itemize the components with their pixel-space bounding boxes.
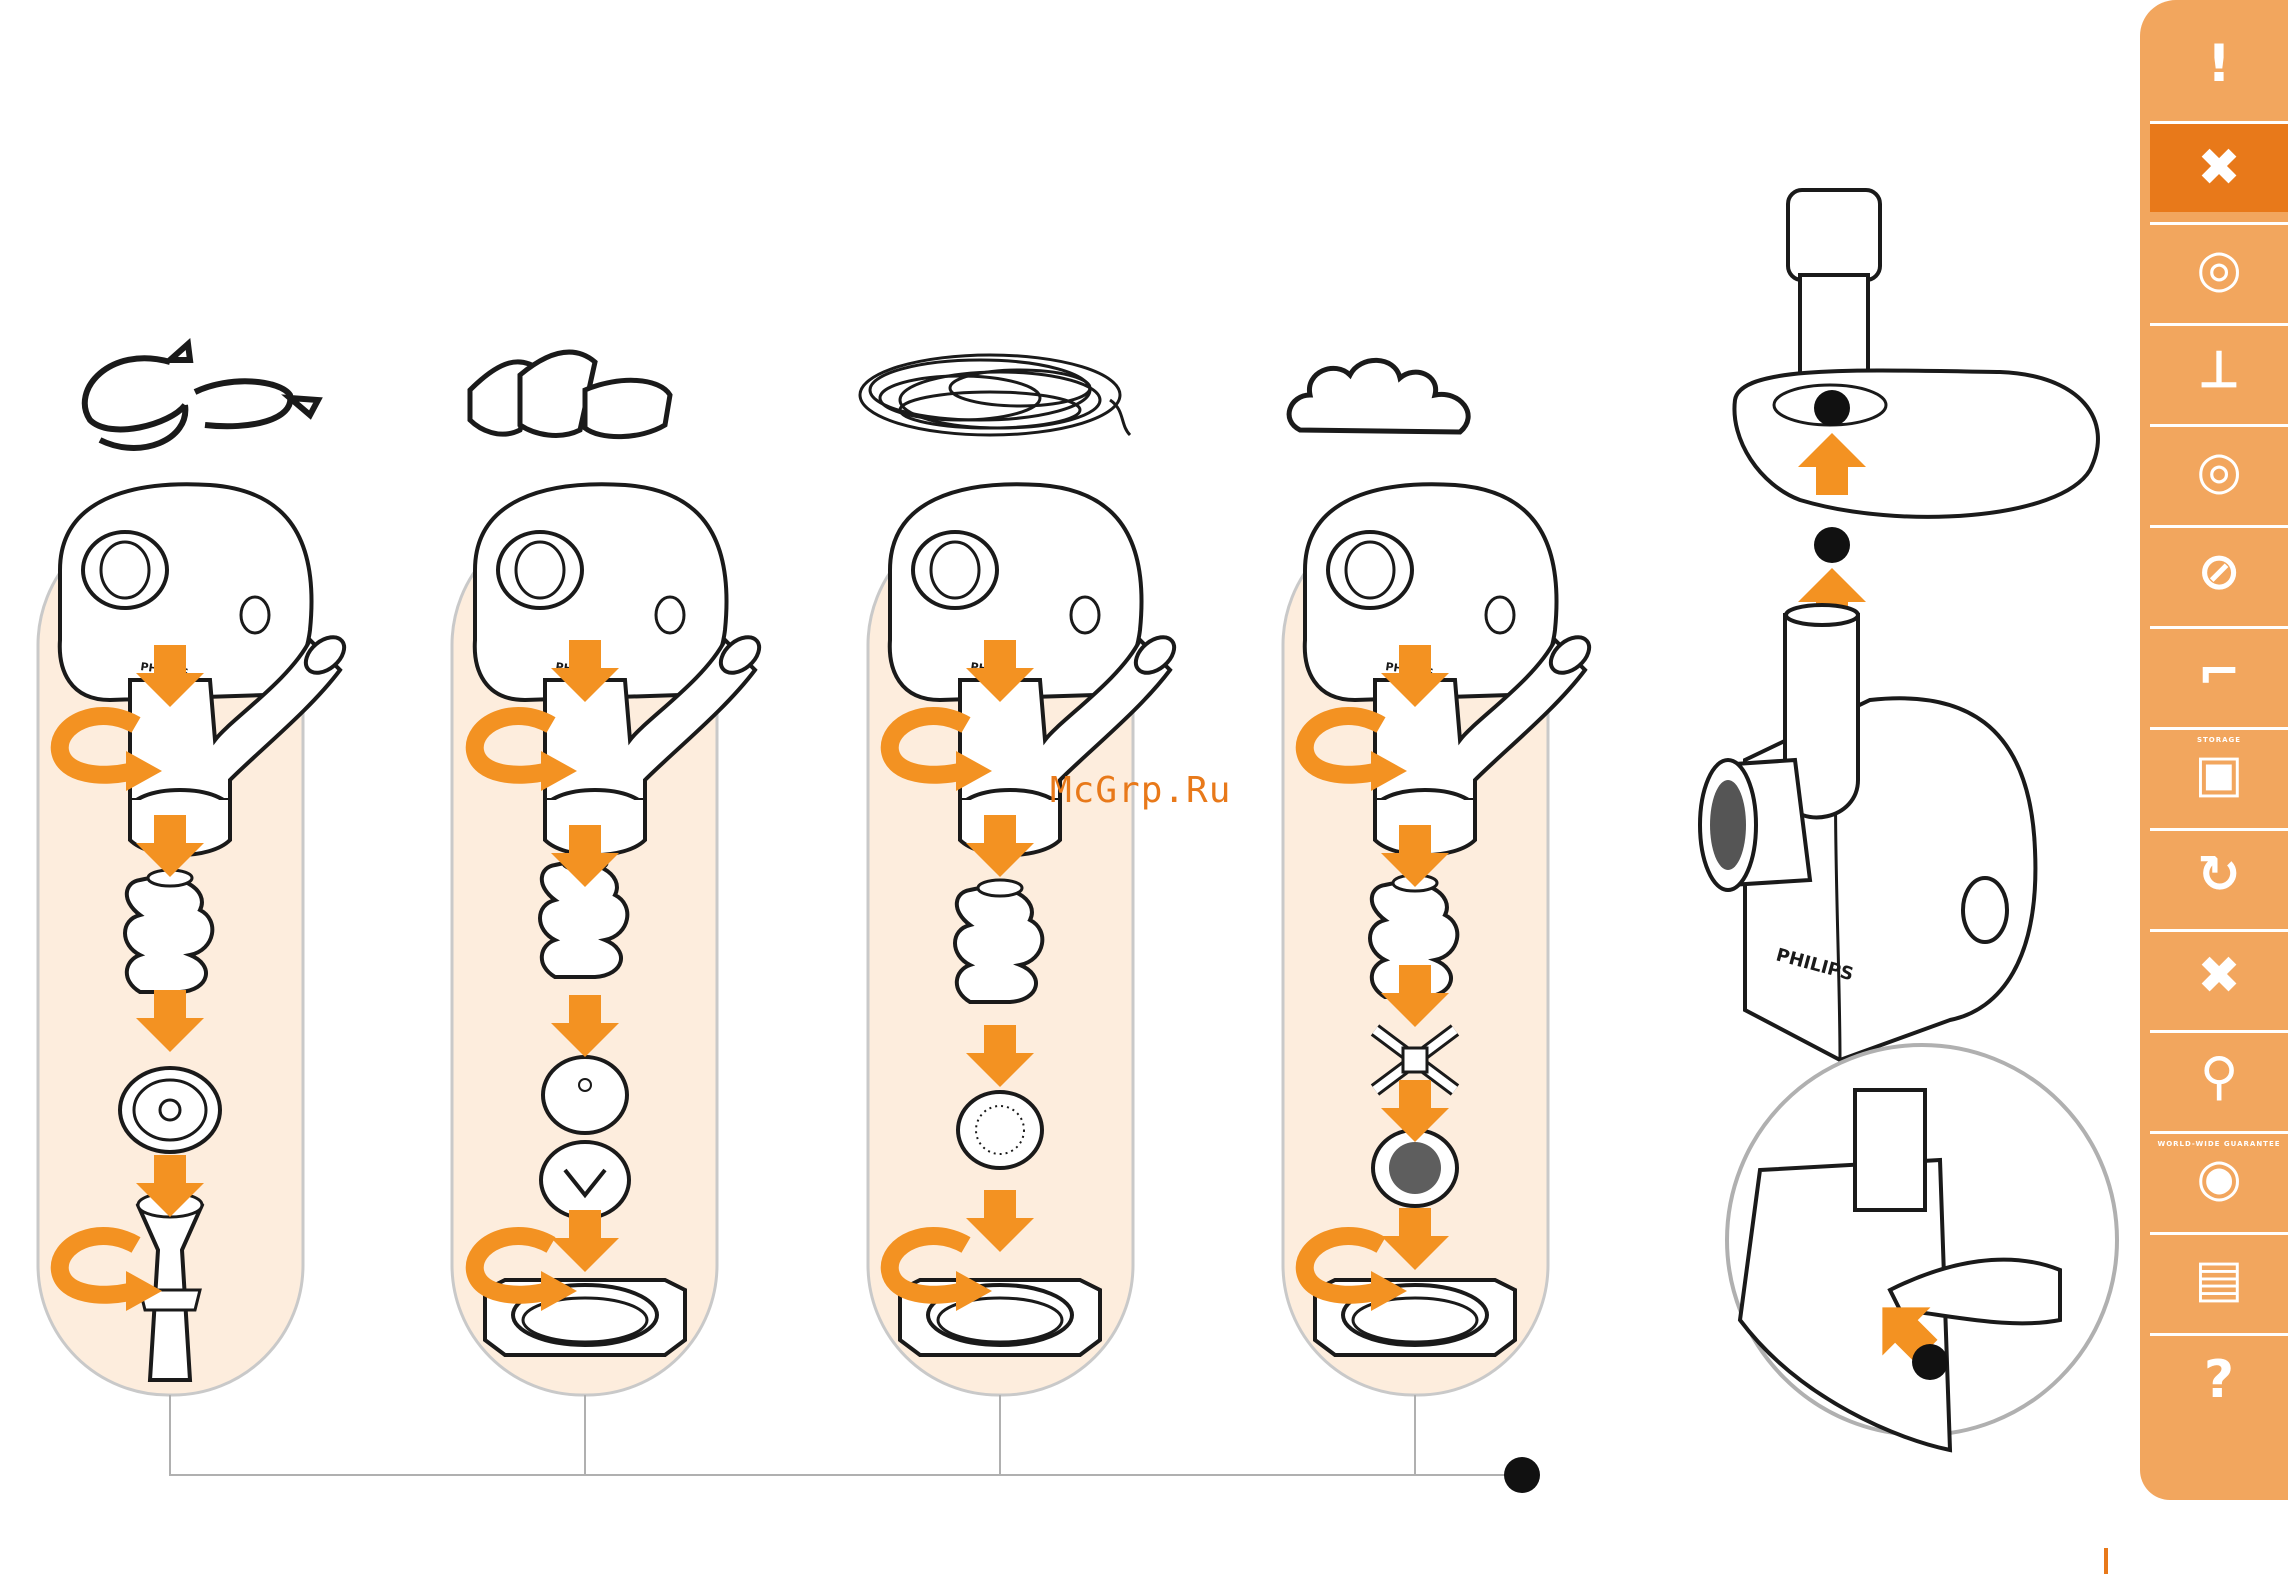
page-marker xyxy=(2104,1548,2108,1574)
sidebar-item-search[interactable]: ⚲ xyxy=(2150,1030,2288,1121)
pusher-icon: ⟂ xyxy=(2202,344,2237,396)
sidebar-item-disc[interactable]: ◎ xyxy=(2150,424,2288,515)
no-meat-icon: ⊘ xyxy=(2197,546,2241,598)
exclamation-icon: ! xyxy=(2207,38,2231,90)
tap-icon: ⌐ xyxy=(2197,647,2241,699)
tray-assembly xyxy=(1734,190,2097,630)
disc-icon: ◎ xyxy=(2196,445,2241,497)
kebbe-cone xyxy=(543,1057,627,1133)
bin-crossed-icon: ✖ xyxy=(2197,950,2241,1002)
sidebar-item-label: STORAGE xyxy=(2150,736,2288,744)
noodle-assembly-panel xyxy=(868,484,1181,1395)
sidebar-item-exclamation[interactable]: ! xyxy=(2150,20,2288,108)
sidebar-item-no-meat[interactable]: ⊘ xyxy=(2150,525,2288,616)
kebbe-assembly-panel xyxy=(452,484,766,1395)
sidebar-item-label: WORLD-WIDE GUARANTEE xyxy=(2150,1140,2288,1148)
sidebar-item-bin-crossed[interactable]: ✖ xyxy=(2150,929,2288,1020)
connector-lines xyxy=(170,1395,1520,1475)
assembled-appliance: PHILIPS xyxy=(1700,605,2035,1060)
sidebar-item-tap[interactable]: ⌐ xyxy=(2150,626,2288,717)
sausages-illustration xyxy=(85,344,318,448)
search-icon: ⚲ xyxy=(2200,1051,2238,1103)
tools-icon: ✖ xyxy=(2197,142,2241,194)
question-icon: ? xyxy=(2204,1354,2234,1406)
sausage-separator xyxy=(120,1068,220,1152)
sidebar-item-tools[interactable]: ✖ xyxy=(2150,121,2288,212)
noodles-illustration xyxy=(860,355,1130,435)
kebbe-illustration xyxy=(470,352,670,437)
recycle-icon: ↻ xyxy=(2197,849,2241,901)
sidebar-item-pusher[interactable]: ⟂ xyxy=(2150,323,2288,414)
sidebar-item-disc[interactable]: ◎ xyxy=(2150,222,2288,313)
mincer-assembly-panel xyxy=(1283,484,1596,1395)
step-dot xyxy=(1504,1457,1540,1493)
guarantee-icon: ◉ xyxy=(2196,1152,2241,1204)
manual-icon: ▤ xyxy=(2194,1253,2243,1305)
release-button-detail xyxy=(1727,1045,2117,1450)
sidebar-item-question[interactable]: ? xyxy=(2150,1333,2288,1424)
kebbe-former xyxy=(541,1142,629,1218)
disc-icon: ◎ xyxy=(2196,243,2241,295)
sidebar-item-storage[interactable]: ▣ STORAGE xyxy=(2150,727,2288,818)
sausage-assembly-panel xyxy=(38,484,351,1395)
sidebar-item-recycle[interactable]: ↻ xyxy=(2150,828,2288,919)
storage-icon: ▣ xyxy=(2194,748,2243,800)
sidebar-item-guarantee[interactable]: ◉ WORLD-WIDE GUARANTEE xyxy=(2150,1131,2288,1222)
sidebar-item-manual[interactable]: ▤ xyxy=(2150,1232,2288,1323)
minced-meat-illustration xyxy=(1289,360,1468,432)
noodle-disc xyxy=(958,1092,1042,1168)
watermark: McGrp.Ru xyxy=(1050,770,1231,811)
